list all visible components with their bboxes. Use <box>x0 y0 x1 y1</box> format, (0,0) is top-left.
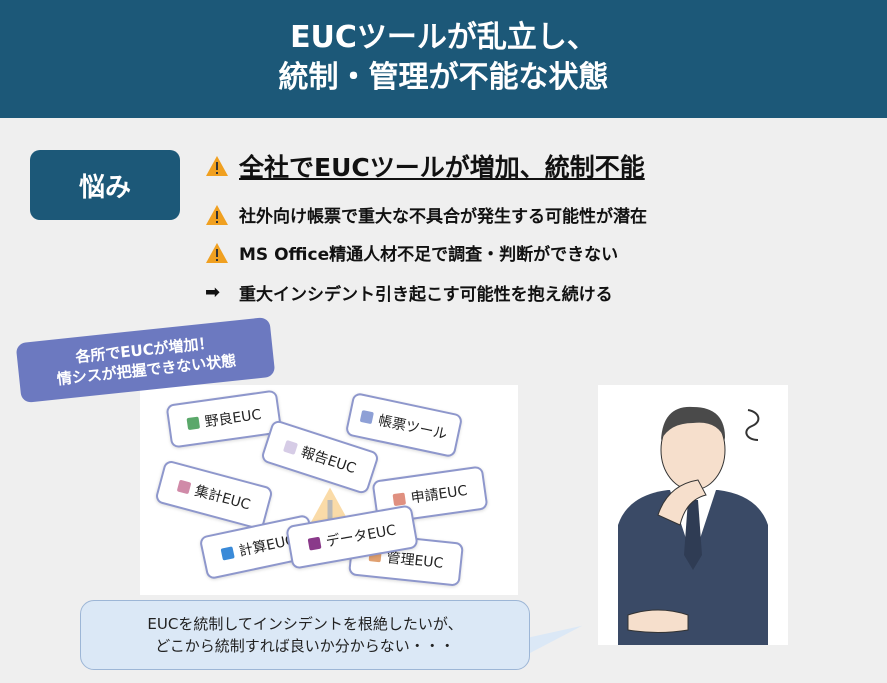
form-icon <box>392 492 406 507</box>
card: 集計EUC <box>154 459 274 531</box>
document-icon <box>282 439 298 455</box>
card-label: データEUC <box>324 522 398 551</box>
card-label: 帳票ツール <box>376 412 449 443</box>
title-line-2: 統制・管理が不能な状態 <box>278 60 609 95</box>
line-chart-icon <box>359 409 374 425</box>
header-title: EUCツールが乱立し、 統制・管理が不能な状態 <box>0 0 887 118</box>
card-label: 報告EUC <box>298 444 358 478</box>
card-label: 集計EUC <box>192 483 252 514</box>
speech-bubble: EUCを統制してインシデントを根絶したいが、 どこから統制すれば良いか分からない… <box>80 600 530 670</box>
euc-cards-illustration: 野良EUC 帳票ツール 報告EUC 集計EUC 申請EUC 計算EUC 管理EU… <box>140 385 518 595</box>
floppy-disk-icon <box>307 536 322 551</box>
calculator-icon <box>220 546 235 561</box>
card: 野良EUC <box>165 389 283 449</box>
warning-icon <box>206 242 228 263</box>
arrow-right-icon: ➡ <box>205 282 221 303</box>
warning-icon <box>206 156 228 176</box>
warning-icon <box>206 204 228 225</box>
chart-icon <box>186 416 200 431</box>
card-label: 申請EUC <box>409 482 469 507</box>
point-conclusion: ➡ 重大インシデント引き起こす可能性を抱え続ける <box>205 280 613 305</box>
worried-businessman-illustration <box>598 385 788 645</box>
point-text: 重大インシデント引き起こす可能性を抱え続ける <box>239 285 613 305</box>
title-line-1: EUCツールが乱立し、 <box>290 20 597 55</box>
point-text: 社外向け帳票で重大な不具合が発生する可能性が潜在 <box>239 207 647 227</box>
bubble-line-2: どこから統制すれば良いか分からない・・・ <box>155 637 455 655</box>
point-item: MS Office精通人材不足で調査・判断ができない <box>205 240 618 265</box>
businessman-icon <box>618 406 768 645</box>
point-text: 全社でEUCツールが増加、統制不能 <box>239 153 645 182</box>
bubble-line-1: EUCを統制してインシデントを根絶したいが、 <box>147 615 463 633</box>
point-main: 全社でEUCツールが増加、統制不能 <box>205 148 645 184</box>
speech-bubble-tail <box>523 618 585 654</box>
trend-down-icon <box>176 479 191 495</box>
point-item: 社外向け帳票で重大な不具合が発生する可能性が潜在 <box>205 202 647 227</box>
point-text: MS Office精通人材不足で調査・判断ができない <box>239 245 619 265</box>
worry-label: 悩み <box>30 150 180 220</box>
card-label: 野良EUC <box>203 406 263 431</box>
